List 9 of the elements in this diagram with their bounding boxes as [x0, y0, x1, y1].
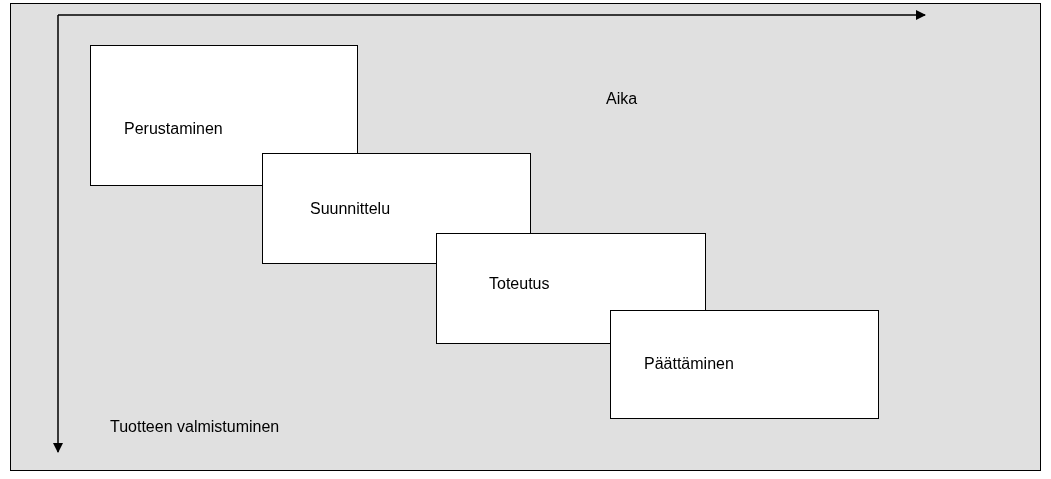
stage-box [610, 310, 879, 419]
stage-label: Perustaminen [124, 120, 223, 138]
stage-box [262, 153, 531, 264]
axis-label: Aika [606, 90, 638, 108]
stage-label: Päättäminen [644, 355, 734, 373]
stage-label: Suunnittelu [310, 200, 391, 218]
axis-label: Tuotteen valmistuminen [110, 418, 280, 436]
stage-label: Toteutus [489, 275, 550, 293]
stage-box [90, 45, 358, 186]
